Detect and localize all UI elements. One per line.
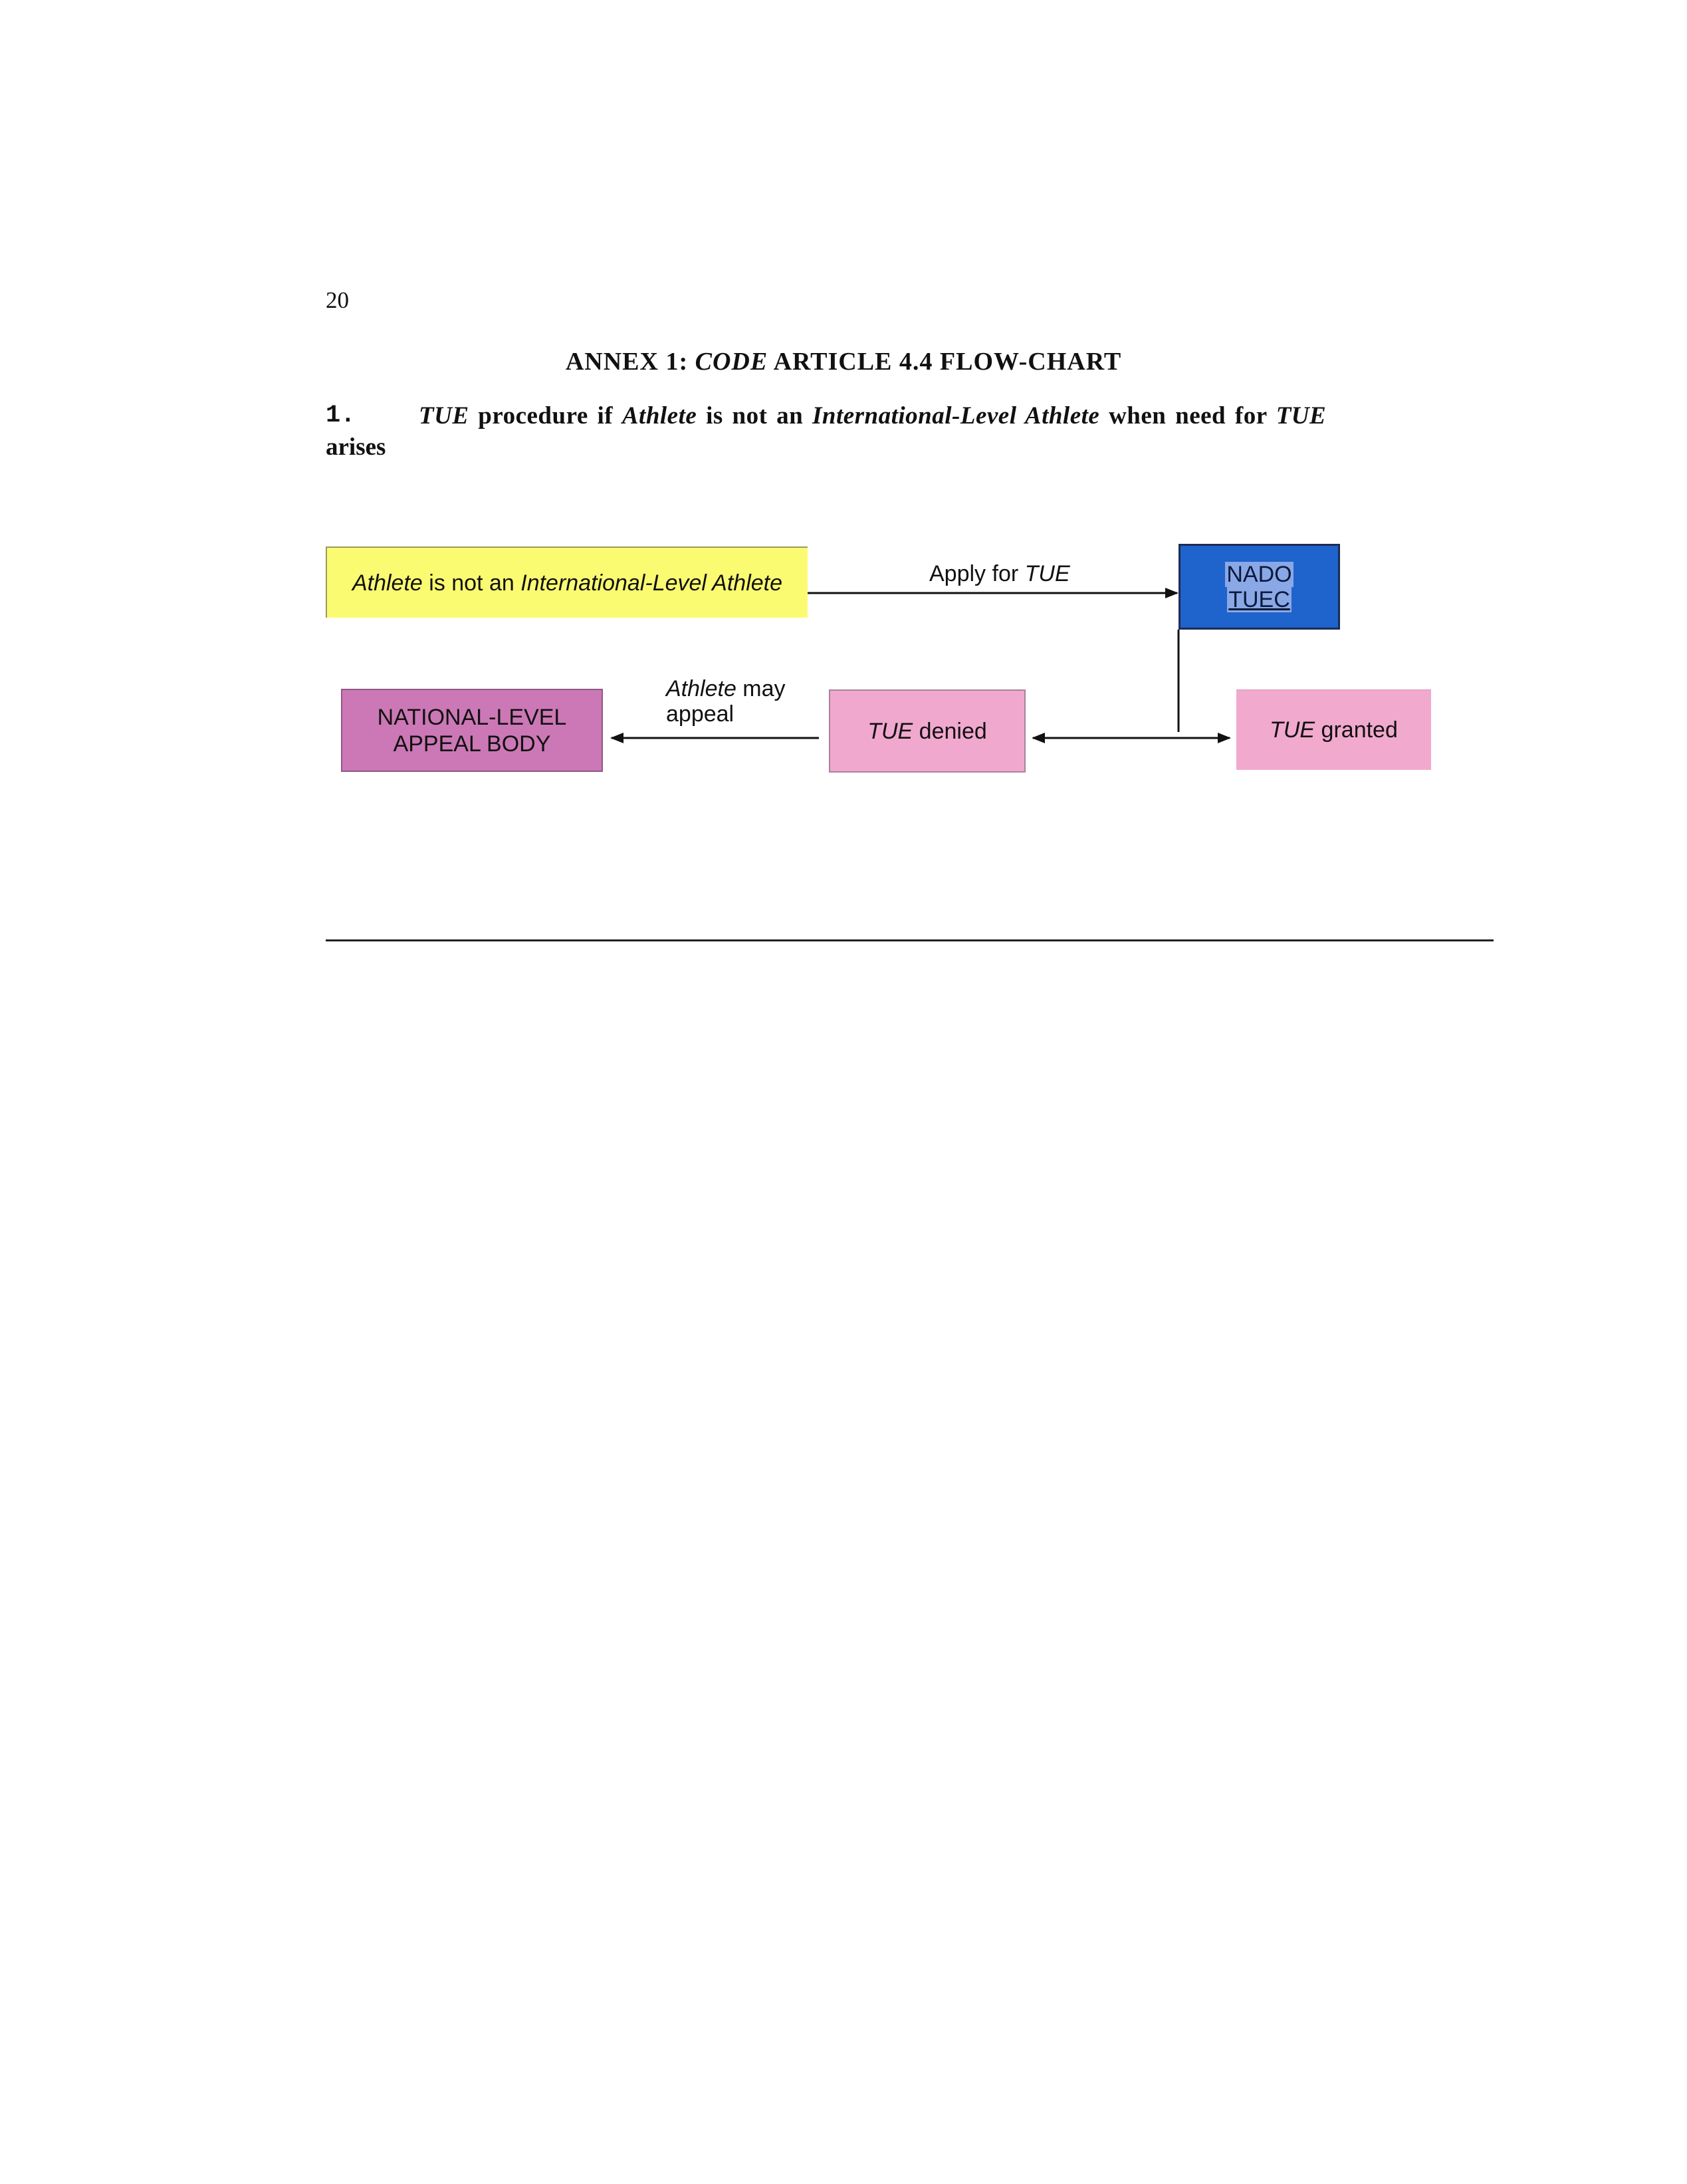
section-heading-part: TUE bbox=[419, 402, 469, 429]
apply-label-text: Apply for bbox=[929, 561, 1025, 586]
start-box-text: is not an bbox=[422, 570, 521, 596]
section-heading: TUE procedure if Athlete is not an Inter… bbox=[419, 402, 1336, 430]
start-box-text: International-Level Athlete bbox=[520, 570, 783, 596]
granted-box-text: granted bbox=[1315, 717, 1398, 743]
start-box-text: Athlete bbox=[352, 570, 423, 596]
tue-denied-box: TUE denied bbox=[829, 689, 1026, 773]
annex-title-prefix: ANNEX 1: bbox=[565, 348, 695, 376]
appeal-label-text: may bbox=[736, 676, 786, 701]
annex-title-suffix: ARTICLE 4.4 FLOW-CHART bbox=[768, 348, 1122, 376]
start-box-non-international-athlete: Athlete is not an International-Level At… bbox=[326, 546, 808, 618]
appeal-box-line: NATIONAL-LEVEL bbox=[377, 704, 567, 730]
section-heading-part: is not an bbox=[697, 402, 812, 429]
denied-box-text: denied bbox=[913, 718, 987, 744]
tuec-line: TUEC bbox=[1227, 586, 1292, 612]
page-number: 20 bbox=[326, 287, 349, 313]
section-heading-part: procedure if bbox=[469, 402, 622, 429]
section-number: 1. bbox=[326, 402, 356, 429]
section-heading-part: TUE bbox=[1276, 402, 1327, 429]
section-heading-part: when need for bbox=[1099, 402, 1276, 429]
appeal-label-text: Athlete bbox=[666, 676, 736, 701]
section-heading-part: International-Level Athlete bbox=[812, 402, 1100, 429]
annex-title: ANNEX 1: CODE ARTICLE 4.4 FLOW-CHART bbox=[0, 347, 1687, 376]
national-level-appeal-body-box: NATIONAL-LEVEL APPEAL BODY bbox=[341, 689, 603, 772]
section-heading-part: Athlete bbox=[621, 402, 697, 429]
nado-tuec-box: NADO TUEC bbox=[1179, 544, 1340, 630]
nado-line: NADO bbox=[1225, 561, 1293, 587]
section-heading-continuation: arises bbox=[326, 433, 386, 461]
appeal-label-text: appeal bbox=[666, 701, 734, 727]
tue-granted-box: TUE granted bbox=[1236, 689, 1431, 770]
apply-for-tue-label: Apply for TUE bbox=[929, 561, 1070, 586]
flowchart-connectors bbox=[610, 588, 1231, 743]
footnote-divider bbox=[326, 939, 1494, 941]
denied-box-text: TUE bbox=[867, 718, 913, 744]
apply-label-text: TUE bbox=[1024, 561, 1070, 586]
appeal-box-line: APPEAL BODY bbox=[393, 731, 551, 757]
granted-box-text: TUE bbox=[1270, 717, 1315, 743]
annex-title-code-word: CODE bbox=[695, 348, 768, 376]
